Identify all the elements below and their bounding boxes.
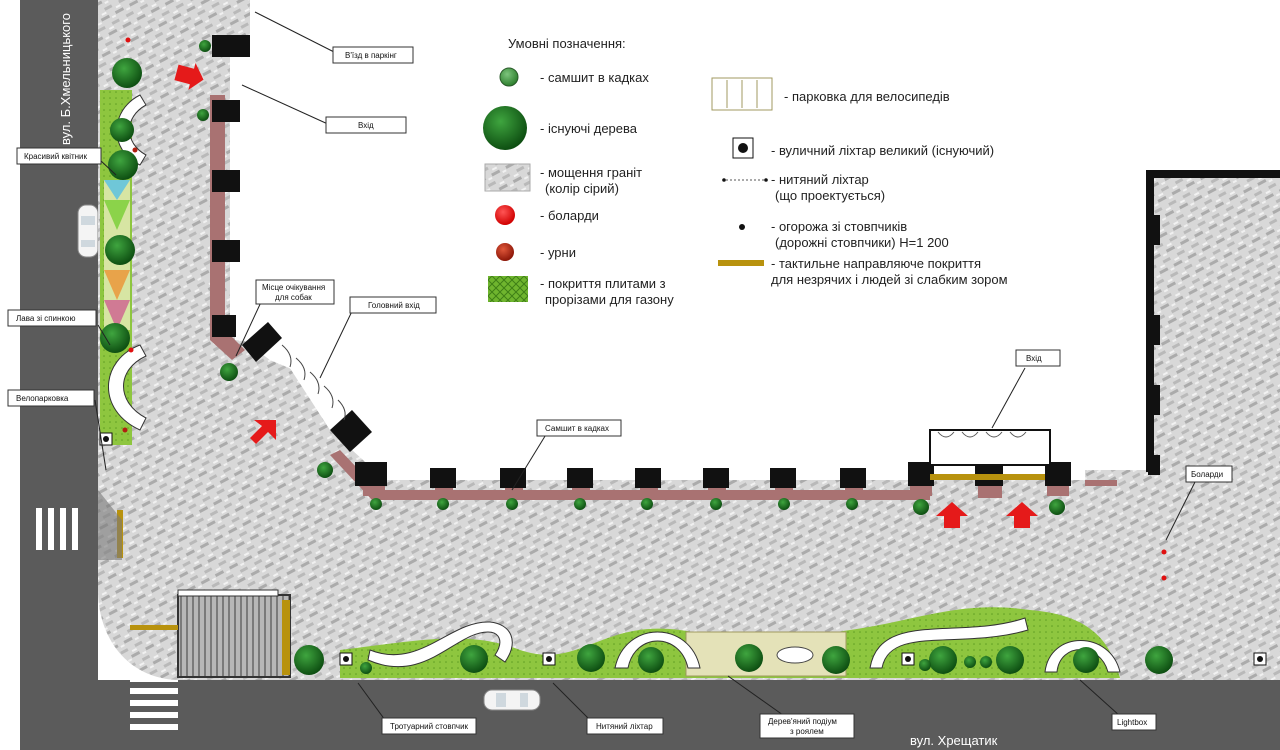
svg-text:Велопарковка: Велопарковка xyxy=(16,394,69,403)
svg-text:Місце очікування: Місце очікування xyxy=(262,283,325,292)
svg-text:Вхід: Вхід xyxy=(358,121,374,130)
callout-flowerbed: Красивий квітник xyxy=(16,147,102,165)
legend-grass-swatch xyxy=(488,276,528,302)
right-entrance-canopy xyxy=(929,429,1051,480)
callout-lightbox: Lightbox xyxy=(1111,713,1157,731)
car-bottom xyxy=(483,689,541,711)
legend-granite-label: - мощення граніт xyxy=(540,165,642,180)
legend-tactile-label: - тактильне направляюче покриття xyxy=(771,256,981,271)
legend-tree-label: - існуючі дерева xyxy=(540,121,638,136)
legend-string-lamp-label-2: (що проектується) xyxy=(775,188,885,203)
legend-bike-swatch xyxy=(711,77,773,111)
callout-bollards: Боларди xyxy=(1185,465,1233,483)
svg-text:Дерев'яний подіум: Дерев'яний подіум xyxy=(768,717,837,726)
legend-bike-label: - парковка для велосипедів xyxy=(784,89,950,104)
legend-granite-label-2: (колір сірий) xyxy=(545,181,619,196)
legend-urn-swatch xyxy=(496,243,514,261)
legend-tactile-swatch xyxy=(718,260,764,266)
svg-text:Нитяний ліхтар: Нитяний ліхтар xyxy=(596,722,653,731)
legend-post-label-2: (дорожні стовпчики) Н=1 200 xyxy=(775,235,949,250)
legend-post-label: - огорожа зі стовпчиків xyxy=(771,219,907,234)
facade-left-pink xyxy=(210,95,245,360)
main-entrance-doors xyxy=(281,344,346,421)
wood-podium xyxy=(685,631,847,677)
svg-text:Lightbox: Lightbox xyxy=(1117,718,1147,727)
legend-boxwood-label: - самшит в кадках xyxy=(540,70,649,85)
callout-string-lamp: Нитяний ліхтар xyxy=(586,717,664,735)
callout-entrance-right: Вхід xyxy=(1015,349,1061,367)
building xyxy=(210,0,1280,500)
boxwood-planters xyxy=(197,40,1065,674)
callout-leaders xyxy=(94,11,1197,721)
svg-text:Лава зі спинкою: Лава зі спинкою xyxy=(16,314,75,323)
bollards xyxy=(125,37,1167,581)
urns xyxy=(122,147,138,433)
facade-columns xyxy=(212,35,1160,488)
street-lamps xyxy=(99,432,1267,666)
paved-plaza xyxy=(98,0,1280,680)
crosswalk-left xyxy=(36,508,78,550)
parking-ramp xyxy=(98,490,291,678)
callout-boxwood: Самшит в кадках xyxy=(536,419,622,437)
street-left-label: вул. Б.Хмельницького xyxy=(58,13,73,145)
legend-tactile-label-2: для незрячих і людей зі слабким зором xyxy=(771,272,1008,287)
legend-urn-label: - урни xyxy=(540,245,576,260)
crosswalk-bottom xyxy=(130,676,178,730)
legend-bollard-label: - боларди xyxy=(540,208,599,223)
legend-grass-label: - покриття плитами з xyxy=(540,276,666,291)
entrance-arrows xyxy=(174,62,1038,528)
legend-grass-label-2: прорізами для газону xyxy=(545,292,674,307)
piano xyxy=(776,646,814,664)
svg-text:Тротуарний стовпчик: Тротуарний стовпчик xyxy=(390,722,469,731)
svg-text:Головний вхід: Головний вхід xyxy=(368,301,420,310)
svg-text:Вхід: Вхід xyxy=(1026,354,1042,363)
legend-title: Умовні позначення: xyxy=(508,36,626,51)
svg-text:В'їзд в паркінг: В'їзд в паркінг xyxy=(345,51,397,60)
svg-text:Самшит в кадках: Самшит в кадках xyxy=(545,424,609,433)
svg-text:Красивий квітник: Красивий квітник xyxy=(24,152,88,161)
callout-main-entrance: Головний вхід xyxy=(349,296,437,314)
legend: Умовні позначення: - самшит в кадках - і… xyxy=(508,36,1008,307)
legend-bollard-swatch xyxy=(495,205,515,225)
legend-boxwood-swatch xyxy=(499,67,519,87)
callout-bike-parking: Велопарковка xyxy=(7,389,95,407)
callouts: В'їзд в паркінг Вхід Красивий квітник Мі… xyxy=(7,46,1233,739)
callout-wood-podium: Дерев'яний подіум з роялем xyxy=(759,713,855,739)
svg-text:для собак: для собак xyxy=(275,293,312,302)
callout-sidewalk-post: Тротуарний стовпчик xyxy=(381,717,477,735)
trees xyxy=(100,58,1173,675)
column-bases xyxy=(363,480,1117,498)
callout-bench: Лава зі спинкою xyxy=(7,309,97,327)
legend-symbols xyxy=(483,67,773,302)
callout-dog-spot: Місце очікування для собак xyxy=(255,279,335,305)
callout-parking-entrance: В'їзд в паркінг xyxy=(332,46,414,64)
road-edge-left xyxy=(0,0,20,750)
legend-string-lamp-swatch xyxy=(722,178,768,182)
street-bottom-label: вул. Хрещатик xyxy=(910,733,998,748)
benches xyxy=(108,94,1121,673)
legend-post-swatch xyxy=(739,224,745,230)
legend-lamp-label: - вуличний ліхтар великий (існуючий) xyxy=(771,143,994,158)
car-left xyxy=(77,204,99,258)
svg-text:Боларди: Боларди xyxy=(1191,470,1223,479)
facade-top-right xyxy=(1146,170,1280,178)
svg-text:з роялем: з роялем xyxy=(790,727,824,736)
legend-granite-swatch xyxy=(484,163,531,192)
legend-tree-swatch xyxy=(483,106,527,150)
facade-bottom-pink xyxy=(330,450,930,500)
road-left xyxy=(20,0,98,750)
callout-entrance-top: Вхід xyxy=(325,116,407,134)
legend-lamp-swatch xyxy=(732,137,754,159)
right-paving-strip xyxy=(1150,175,1280,680)
legend-string-lamp-label: - нитяний ліхтар xyxy=(771,172,869,187)
road-bottom xyxy=(20,680,1280,750)
